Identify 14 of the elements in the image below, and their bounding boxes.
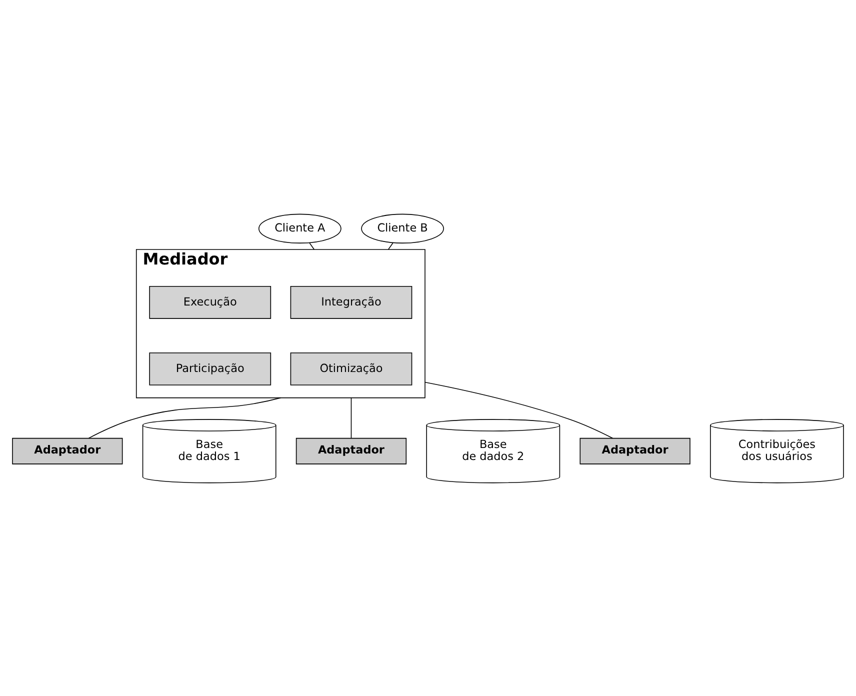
node-box: Adaptador [296,437,407,464]
node-ellipse: Cliente B [361,213,444,243]
node-box: Otimização [290,352,412,385]
connector [88,396,282,438]
connector [388,242,394,250]
connector [424,381,614,438]
connector [350,396,352,438]
node-box: Execução [149,285,272,318]
node-box: Integração [290,285,412,318]
connector [309,242,315,250]
node-box: Adaptador [12,437,123,464]
node-ellipse: Cliente A [258,213,342,243]
node-box: Participação [149,352,272,385]
node-box: Adaptador [580,437,690,464]
